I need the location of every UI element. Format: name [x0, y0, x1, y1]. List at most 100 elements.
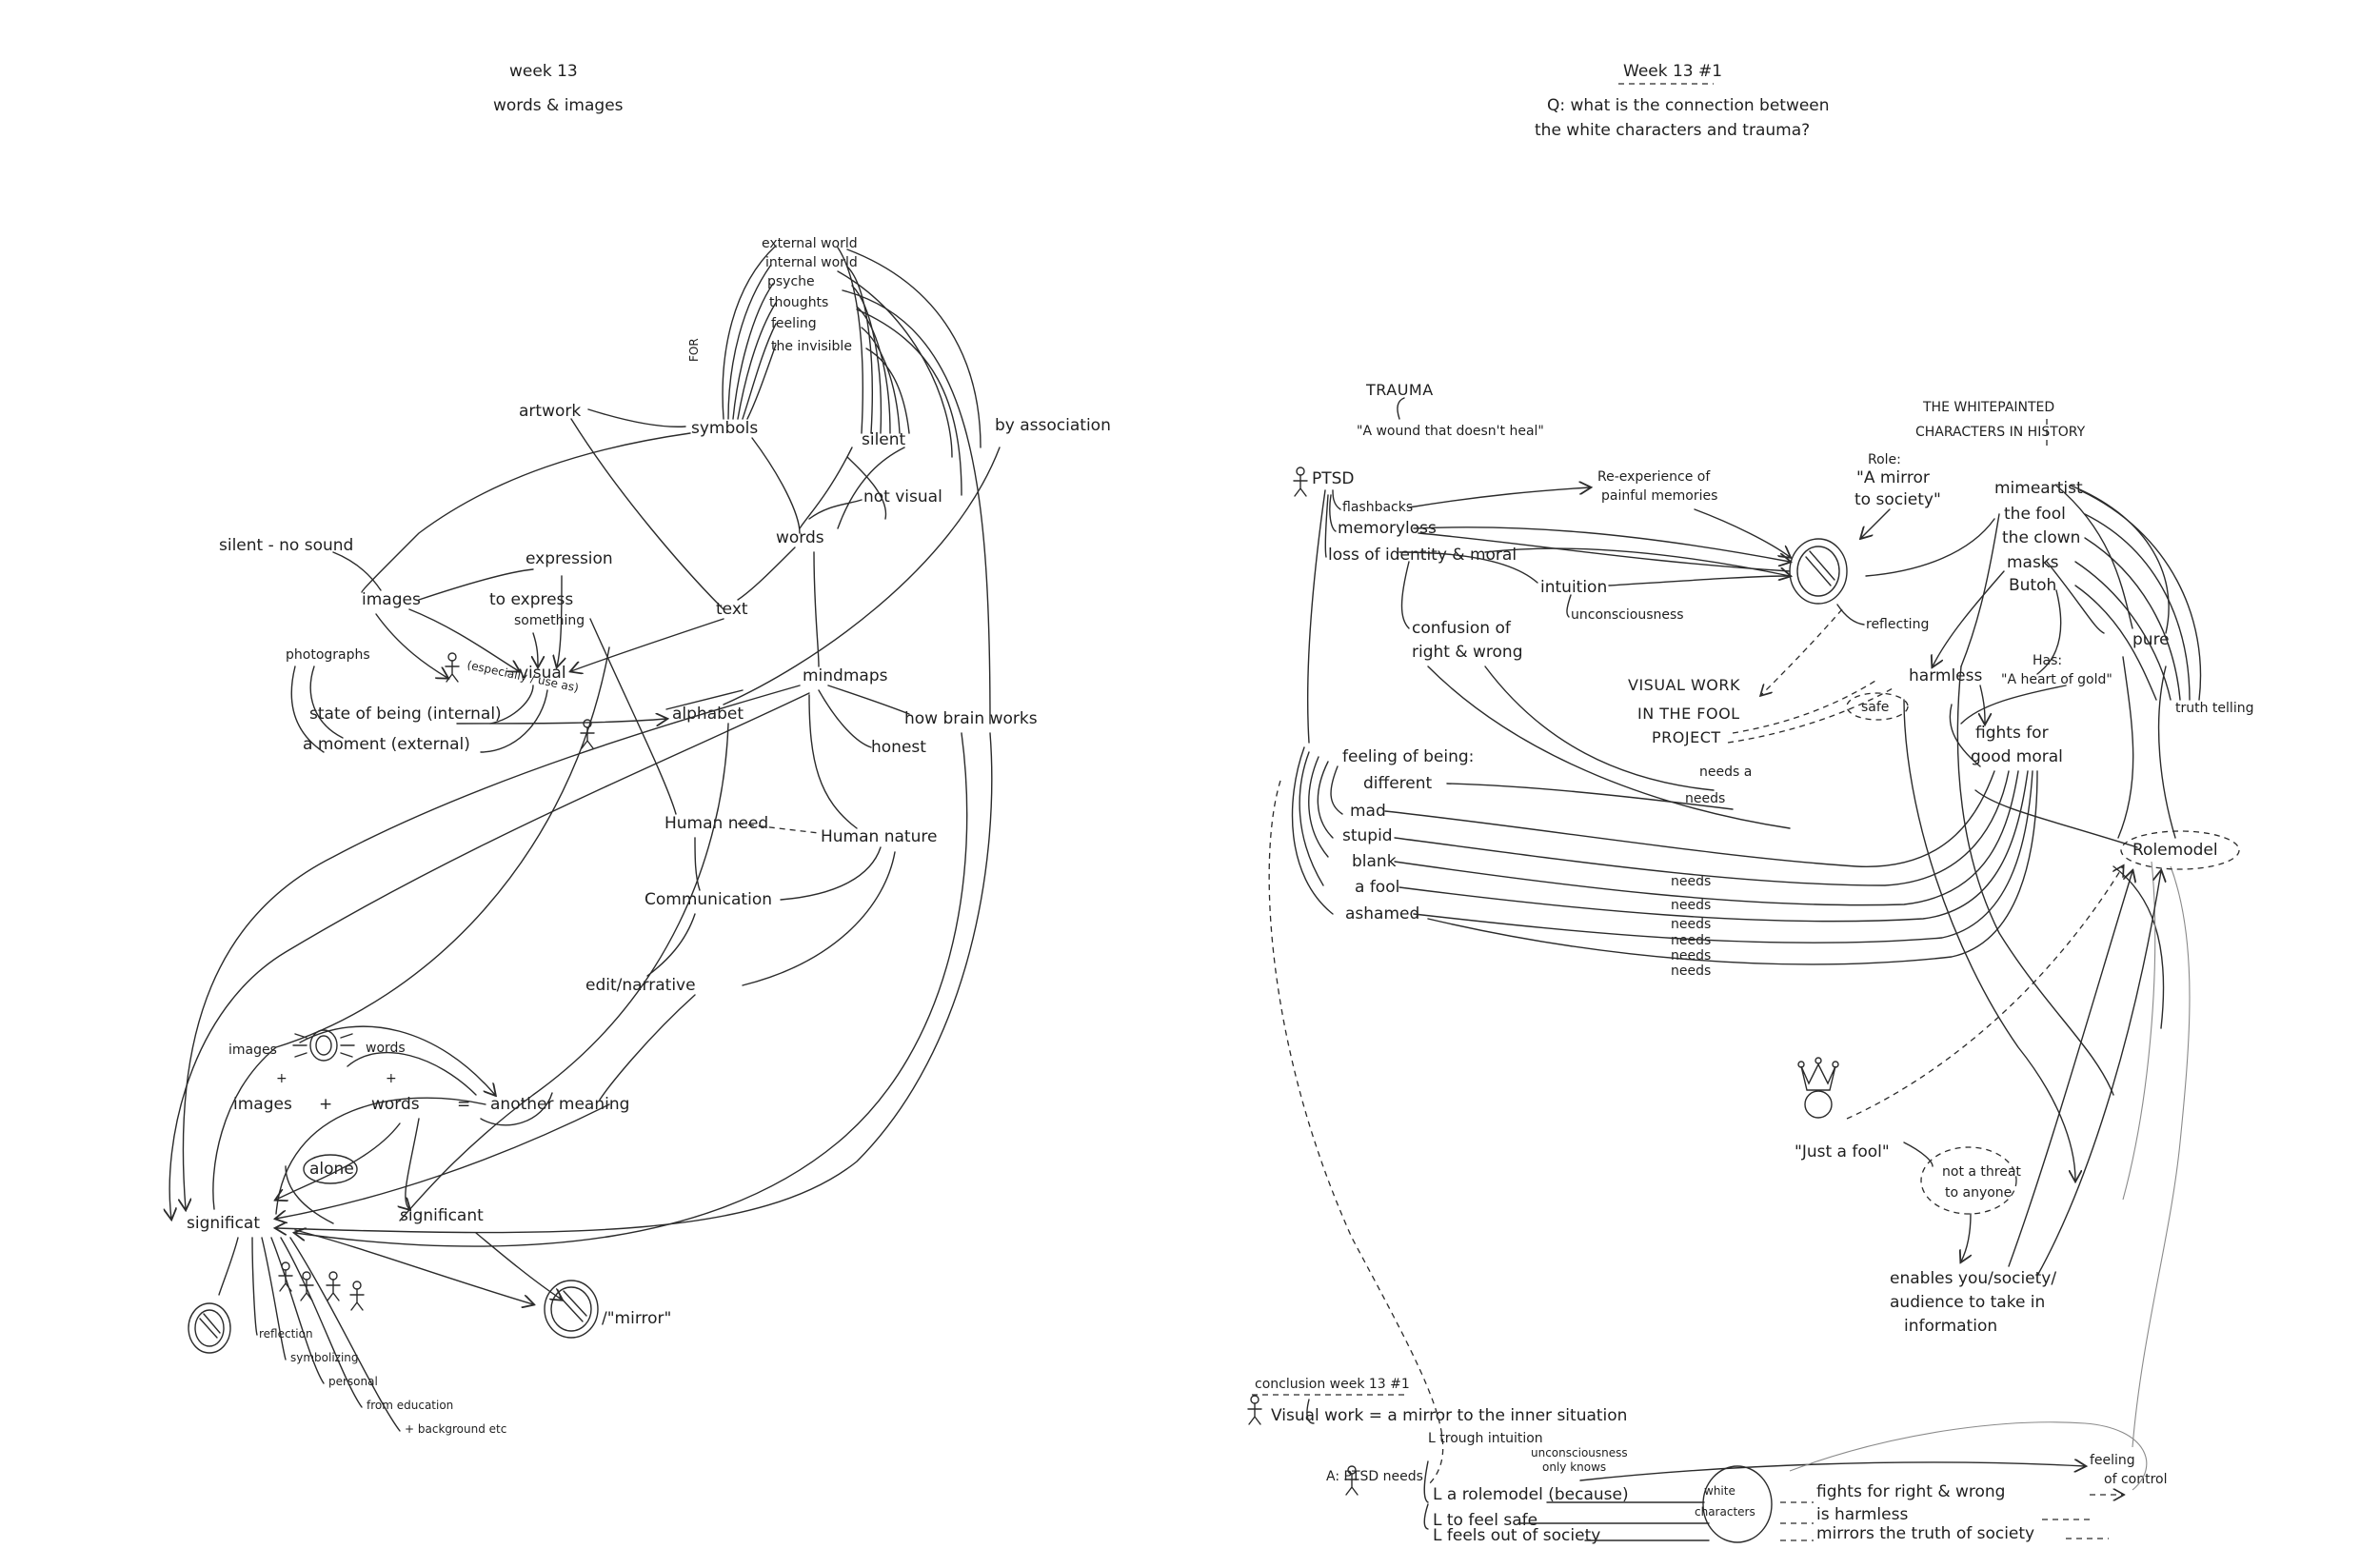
node-mindmaps: mindmaps [803, 666, 888, 685]
jester-icon [1797, 1057, 1839, 1119]
node-thoughts: thoughts [769, 295, 828, 310]
node-intuition: intuition [1540, 578, 1607, 597]
node-needs-2: needs [1671, 874, 1711, 889]
node-mimeartist: mimeartist [1994, 479, 2083, 498]
thought-bulb-icon [292, 1029, 355, 1062]
node-has-2: "A heart of gold" [2001, 672, 2112, 687]
node-symbolizing: symbolizing [290, 1351, 359, 1364]
node-images-big: images [233, 1095, 292, 1114]
node-silent-no-sound: silent - no sound [219, 536, 353, 555]
node-painful-memories: painful memories [1601, 488, 1717, 504]
node-internal-world: internal world [765, 255, 858, 270]
node-alphabet: alphabet [672, 705, 744, 724]
conclusion-rolemodel: L a rolemodel (because) [1433, 1485, 1629, 1504]
node-significant: significant [400, 1206, 484, 1225]
conclusion-feeling-control-1: feeling [2090, 1453, 2135, 1468]
node-not-threat-1: not a threat [1942, 1164, 2021, 1180]
node-artwork: artwork [519, 402, 581, 421]
plus-small-right: + [386, 1071, 397, 1086]
node-from-education: from education [367, 1399, 453, 1412]
right-connectors [1268, 397, 2202, 1541]
node-needs-7: needs [1671, 963, 1711, 979]
conclusion-feeling-control-2: of control [2104, 1472, 2167, 1487]
node-expression: expression [526, 549, 613, 568]
conclusion-mirrors-truth: mirrors the truth of society [1816, 1524, 2034, 1543]
left-header-topic: words & images [493, 96, 624, 115]
alone-circle [303, 1154, 358, 1184]
node-unconsciousness: unconsciousness [1571, 607, 1684, 623]
node-loss-identity: loss of identity & moral [1328, 546, 1517, 565]
node-blank: blank [1352, 852, 1397, 871]
node-ptsd: PTSD [1312, 469, 1355, 488]
node-silent: silent [862, 430, 906, 449]
node-reflection: reflection [259, 1327, 313, 1340]
node-the-invisible: the invisible [771, 339, 852, 354]
node-words-small: words [366, 1041, 406, 1056]
node-has-1: Has: [2033, 653, 2062, 668]
mirror-icon-small [188, 1302, 231, 1354]
node-human-need: Human need [664, 814, 768, 833]
mirror-icon-large [544, 1280, 599, 1339]
conclusion-title: conclusion week 13 #1 [1255, 1377, 1410, 1392]
node-another-meaning: another meaning [490, 1095, 629, 1114]
node-fights-2: good moral [1971, 747, 2063, 766]
node-communication: Communication [645, 890, 772, 909]
node-pure: pure [2132, 630, 2170, 649]
node-psyche: psyche [767, 274, 815, 289]
node-trauma-def: "A wound that doesn't heal" [1357, 424, 1544, 439]
white-characters-circle [1702, 1465, 1773, 1543]
node-visual-work-3: PROJECT [1652, 728, 1721, 746]
node-external-world: external world [762, 236, 858, 251]
node-personal: personal [328, 1375, 378, 1388]
node-feeling-being: feeling of being: [1342, 747, 1474, 766]
node-not-threat-2: to anyone [1945, 1185, 2012, 1201]
node-role-1: Role: [1868, 452, 1901, 467]
node-images: images [362, 590, 421, 609]
left-connectors [169, 245, 1001, 1432]
node-just-a-fool: "Just a fool" [1795, 1142, 1890, 1162]
node-stupid: stupid [1342, 826, 1393, 845]
node-not-visual: not visual [863, 487, 942, 506]
node-to-express: to express [489, 590, 573, 609]
node-whitepainted-2: CHARACTERS IN HISTORY [1915, 425, 2086, 440]
conclusion-trough-intuition: L trough intuition [1428, 1431, 1543, 1446]
node-visual-work-1: VISUAL WORK [1628, 676, 1740, 694]
conclusion-feel-safe: L to feel safe [1433, 1511, 1537, 1530]
plus-big: + [319, 1095, 332, 1114]
node-role-2: "A mirror [1856, 468, 1930, 487]
node-significat: significat [187, 1214, 260, 1233]
node-mirror: /"mirror" [602, 1309, 671, 1328]
conclusion-unconsciousness-1: unconsciousness [1531, 1446, 1628, 1460]
node-safe: safe [1861, 700, 1889, 715]
node-rolemodel: Rolemodel [2132, 841, 2218, 860]
left-page: week 13 words & images external world in… [169, 62, 1111, 1436]
node-honest: honest [871, 738, 926, 757]
conclusion-fights: fights for right & wrong [1816, 1482, 2005, 1501]
node-for: FOR [687, 338, 701, 362]
node-enables-1: enables you/society/ [1890, 1269, 2056, 1288]
node-harmless: harmless [1909, 666, 1982, 685]
mirror-icon-right [1789, 538, 1848, 605]
right-question-line1: Q: what is the connection between [1547, 96, 1830, 115]
node-the-fool: the fool [2004, 505, 2066, 524]
node-butoh: Butoh [2009, 576, 2056, 595]
conclusion-unconsciousness-2: only knows [1542, 1460, 1606, 1474]
node-whitepainted-1: THE WHITEPAINTED [1922, 400, 2054, 415]
node-how-brain-works: how brain works [904, 709, 1038, 728]
node-confusion-1: confusion of [1412, 619, 1512, 638]
node-mad: mad [1350, 802, 1386, 821]
node-needs-1: needs [1685, 791, 1725, 806]
conclusion-visual-work: Visual work = a mirror to the inner situ… [1271, 1406, 1627, 1425]
node-alone: alone [309, 1160, 354, 1179]
node-background-etc: + background etc [405, 1422, 506, 1436]
person-icons [278, 652, 595, 1311]
left-header-week: week 13 [509, 62, 578, 81]
node-visual-work-2: IN THE FOOL [1637, 705, 1740, 723]
conclusion-answer: A: PTSD needs [1326, 1469, 1423, 1484]
node-needs-4: needs [1671, 917, 1711, 932]
node-reflecting: reflecting [1866, 617, 1929, 632]
white-characters-2: characters [1695, 1505, 1755, 1519]
node-enables-3: information [1904, 1317, 1997, 1336]
node-trauma: TRAUMA [1365, 381, 1434, 399]
